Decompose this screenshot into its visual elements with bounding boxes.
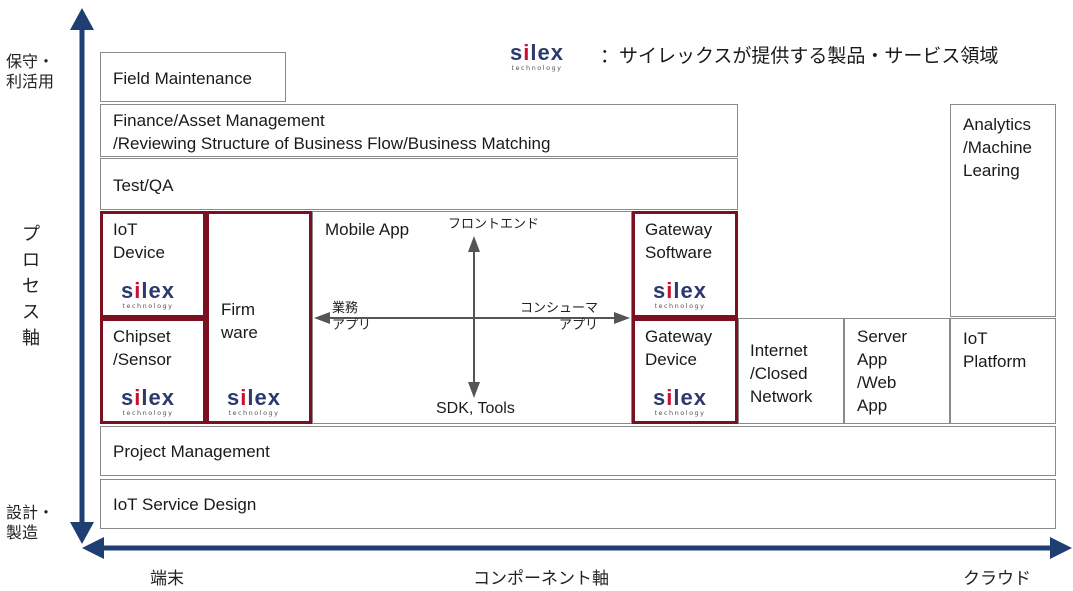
box-mobile-app-label: Mobile App (325, 220, 410, 239)
box-finance-label: Finance/Asset Management /Reviewing Stru… (113, 111, 551, 153)
legend-text: ：サイレックスが提供する製品・サービス領域 (600, 45, 999, 67)
box-gateway-software-label: Gateway Software (645, 220, 713, 262)
box-chipset-sensor-label: Chipset /Sensor (113, 327, 172, 369)
component-axis-arrow-right (1050, 537, 1072, 559)
axis-label-process: プ ロ セ ス 軸 (22, 224, 40, 349)
box-iot-platform-label: IoT Platform (963, 329, 1027, 371)
axis-label-component: コンポーネント軸 (473, 569, 609, 589)
process-axis-arrow-bottom (70, 522, 94, 544)
mobile-quadrant-top: フロントエンド (448, 217, 540, 232)
box-test-qa: Test/QA (100, 158, 738, 210)
axis-label-device: 端末 (150, 569, 184, 589)
box-iot-service-design: IoT Service Design (100, 479, 1056, 529)
box-internet: Internet /Closed Network (738, 318, 844, 424)
axis-label-design: 設計・ 製造 (6, 503, 55, 542)
box-analytics: Analytics /Machine Learing (950, 104, 1056, 317)
box-iot-service-design-label: IoT Service Design (113, 495, 257, 514)
box-finance: Finance/Asset Management /Reviewing Stru… (100, 104, 738, 157)
axis-label-cloud: クラウド (963, 569, 1031, 589)
process-axis-arrow-top (70, 8, 94, 30)
component-axis-arrow-left (82, 537, 104, 559)
box-server-app: Server App /Web App (844, 318, 950, 424)
box-server-app-label: Server App /Web App (857, 327, 908, 415)
mobile-quadrant-left: 業務 アプリ (332, 301, 372, 333)
box-internet-label: Internet /Closed Network (750, 341, 813, 406)
box-project-management-label: Project Management (113, 442, 270, 461)
legend-silex-logo: silex technology (510, 40, 564, 73)
box-test-qa-label: Test/QA (113, 176, 174, 195)
silex-logo-sub: technology (511, 64, 563, 72)
box-iot-platform: IoT Platform (950, 318, 1056, 424)
box-analytics-label: Analytics /Machine Learing (963, 115, 1032, 180)
box-firmware-label: Firm ware (221, 300, 258, 342)
box-iot-device-label: IoT Device (113, 220, 165, 262)
mobile-quadrant-right: コンシューマ アプリ (520, 301, 599, 333)
silex-logo-word: silex (510, 40, 564, 65)
box-project-management: Project Management (100, 426, 1056, 476)
box-field-maintenance: Field Maintenance (100, 52, 286, 102)
box-field-maintenance-label: Field Maintenance (113, 69, 252, 88)
axis-label-maintenance: 保守・ 利活用 (6, 52, 55, 91)
box-gateway-device-label: Gateway Device (645, 327, 713, 369)
mobile-quadrant-bottom: SDK, Tools (436, 400, 515, 417)
